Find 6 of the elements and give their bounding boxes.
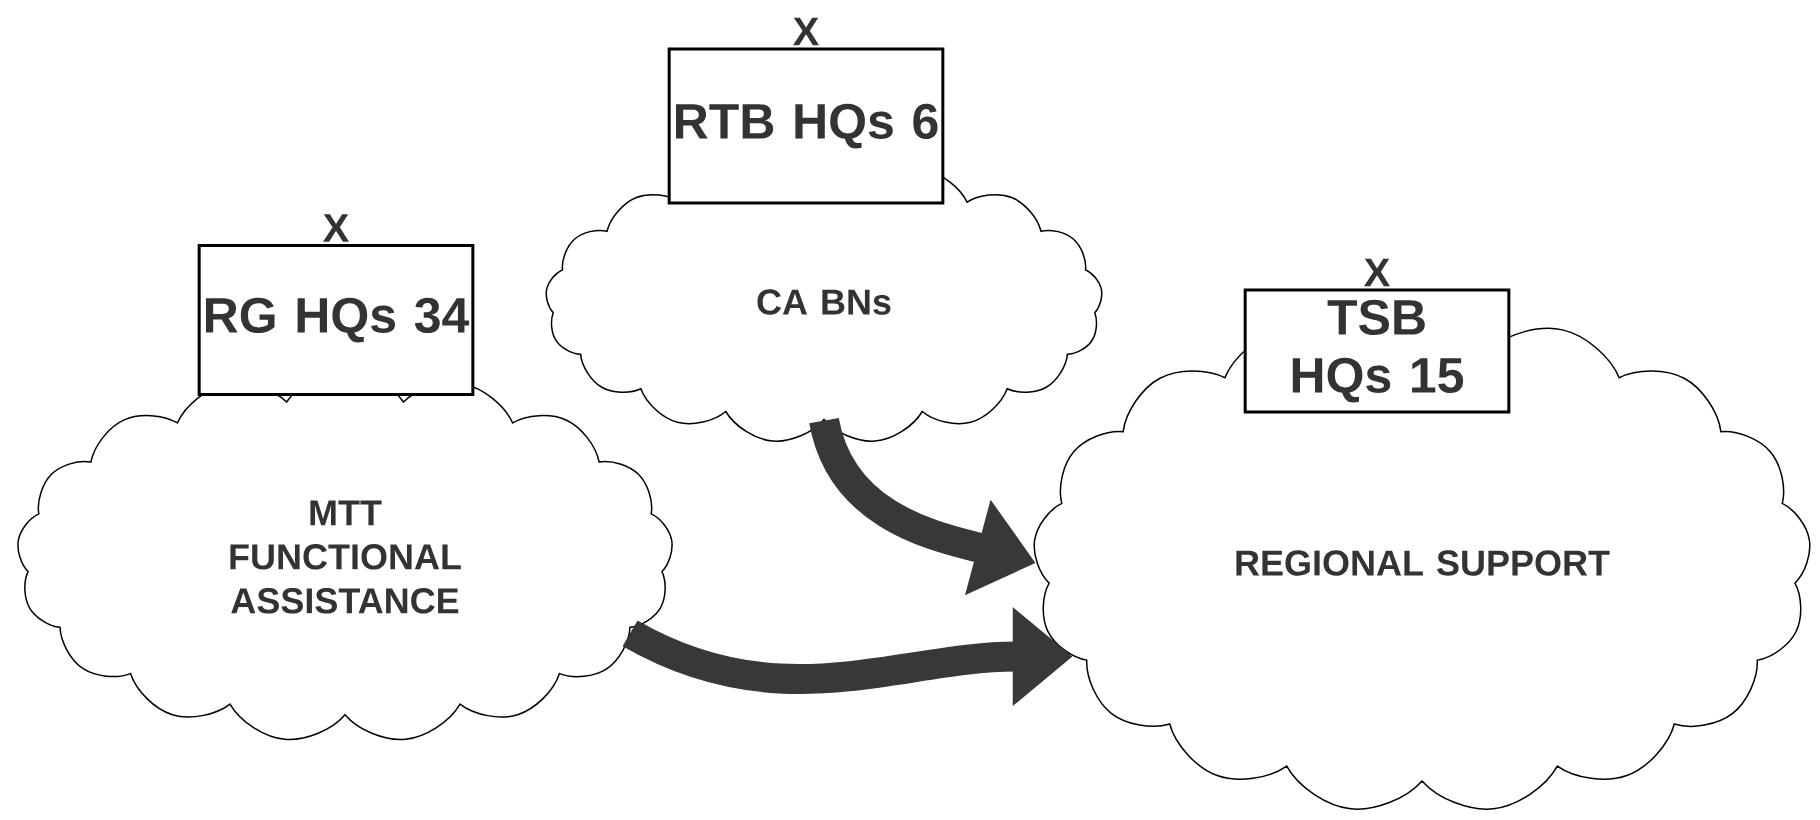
label-box: TSB HQs 15 (1243, 288, 1511, 414)
label-box: RG HQs 34 (197, 244, 475, 396)
unit-symbol: X (1364, 258, 1390, 287)
unit-symbol: X (323, 214, 349, 242)
label-box: RTB HQs 6 (667, 47, 945, 205)
unit-symbol: X (793, 17, 819, 46)
